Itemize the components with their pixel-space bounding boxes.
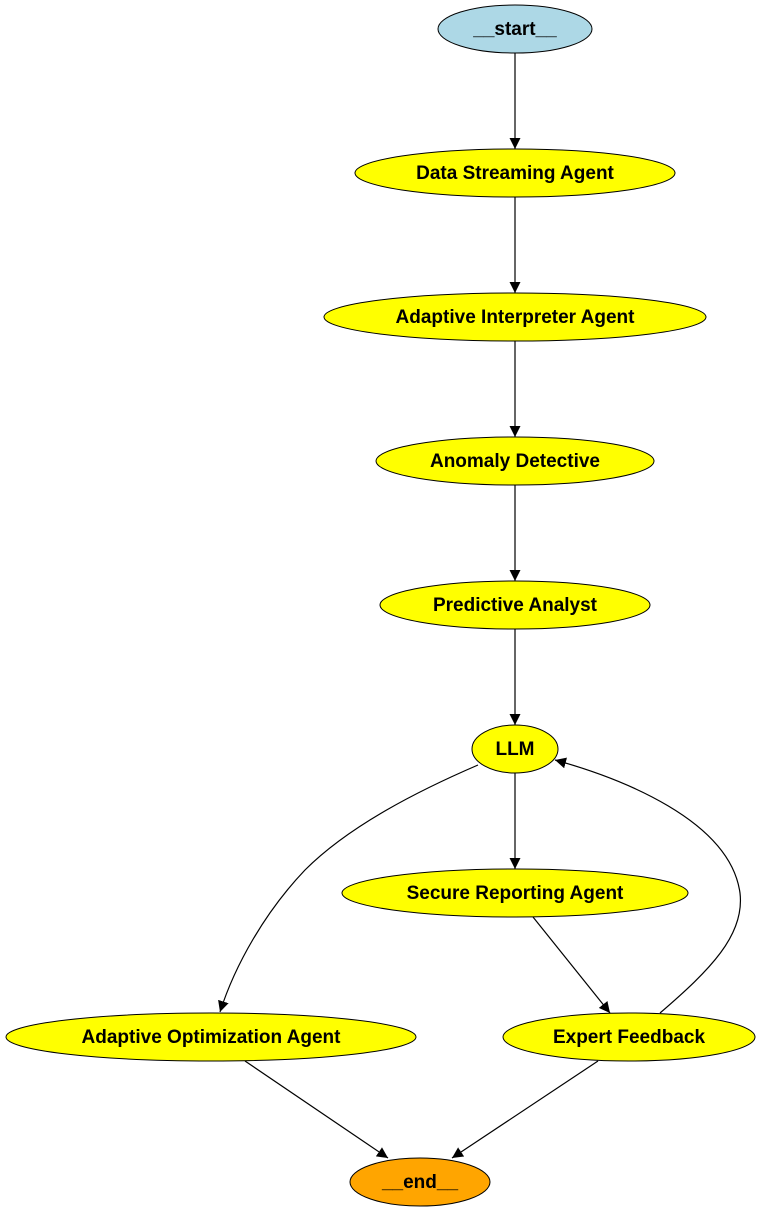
node-predictive: Predictive Analyst xyxy=(379,580,651,630)
node-secure-reporting: Secure Reporting Agent xyxy=(341,868,689,918)
node-predictive-label: Predictive Analyst xyxy=(433,595,598,616)
node-data-streaming-label: Data Streaming Agent xyxy=(416,163,614,184)
node-secure-reporting-label: Secure Reporting Agent xyxy=(407,883,624,904)
node-adaptive-optimization-label: Adaptive Optimization Agent xyxy=(82,1027,342,1048)
node-end-ellipse xyxy=(349,1157,491,1207)
node-adaptive-interpreter-ellipse xyxy=(323,292,707,342)
node-start-label: __start__ xyxy=(472,19,557,40)
node-expert-feedback-label: Expert Feedback xyxy=(553,1027,705,1048)
node-adaptive-optimization: Adaptive Optimization Agent xyxy=(5,1012,417,1062)
edge-expert-feedback-to-llm xyxy=(554,757,742,1014)
node-anomaly-label: Anomaly Detective xyxy=(430,451,600,472)
node-anomaly-ellipse xyxy=(375,436,655,486)
node-end: __end__ xyxy=(349,1157,491,1207)
node-data-streaming: Data Streaming Agent xyxy=(354,148,676,198)
node-predictive-ellipse xyxy=(379,580,651,630)
node-end-label: __end__ xyxy=(381,1172,458,1193)
node-expert-feedback-ellipse xyxy=(502,1012,756,1062)
edge-secure-reporting-to-expert-feedback xyxy=(532,916,611,1014)
edge-llm-to-adaptive-optimization xyxy=(218,764,479,1013)
node-llm-label: LLM xyxy=(495,739,534,760)
node-anomaly: Anomaly Detective xyxy=(375,436,655,486)
node-llm: LLM xyxy=(471,724,559,774)
node-data-streaming-ellipse xyxy=(354,148,676,198)
node-secure-reporting-ellipse xyxy=(341,868,689,918)
node-start-ellipse xyxy=(437,4,593,54)
node-adaptive-optimization-ellipse xyxy=(5,1012,417,1062)
node-adaptive-interpreter-label: Adaptive Interpreter Agent xyxy=(396,307,636,328)
node-expert-feedback: Expert Feedback xyxy=(502,1012,756,1062)
edge-expert-feedback-to-end xyxy=(451,1060,599,1159)
edges-layer xyxy=(218,53,742,1159)
node-adaptive-interpreter: Adaptive Interpreter Agent xyxy=(323,292,707,342)
node-start: __start__ xyxy=(437,4,593,54)
node-llm-ellipse xyxy=(471,724,559,774)
edge-adaptive-optimization-to-end xyxy=(244,1060,389,1159)
